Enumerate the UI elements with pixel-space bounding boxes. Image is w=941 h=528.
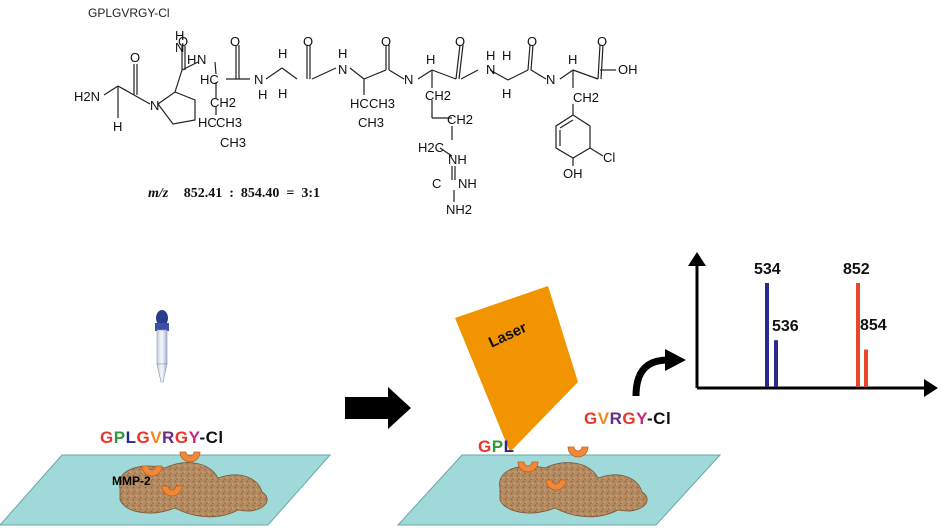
atom-label: Cl bbox=[603, 150, 616, 165]
fragment-gpl: GPL bbox=[478, 437, 514, 457]
atom-label: N bbox=[150, 98, 160, 113]
atom-label: O bbox=[178, 34, 189, 49]
dropper-icon bbox=[155, 310, 169, 383]
sequence-letter: G bbox=[478, 437, 492, 456]
peak-bar-534 bbox=[765, 283, 769, 387]
peak-bar-852 bbox=[856, 283, 860, 387]
chemical-structure bbox=[103, 44, 616, 202]
compound-title: GPLGVRGY-Cl bbox=[88, 6, 170, 20]
atom-label: OH bbox=[618, 62, 638, 77]
sequence-letter: G bbox=[100, 428, 114, 447]
atom-label: CH2 bbox=[210, 95, 237, 110]
atom-label: H bbox=[278, 46, 288, 61]
sequence-letter: R bbox=[162, 428, 175, 447]
substrate-sequence: GPLGVRGY-Cl bbox=[100, 428, 224, 448]
sequence-letter: P bbox=[491, 437, 504, 456]
enzyme-label: MMP-2 bbox=[112, 474, 151, 488]
peak-bar-536 bbox=[774, 340, 778, 387]
sequence-letter: G bbox=[136, 428, 151, 447]
atom-label: H bbox=[338, 46, 348, 61]
atom-label: O bbox=[303, 34, 314, 49]
atom-label: H2C bbox=[418, 140, 445, 155]
atom-label: CH2 bbox=[447, 112, 474, 127]
atom-label: H bbox=[502, 48, 512, 63]
atom-label: N bbox=[197, 52, 207, 67]
atom-label: O bbox=[527, 34, 538, 49]
peak-label-536: 536 bbox=[772, 318, 799, 335]
atom-label: O bbox=[597, 34, 608, 49]
sequence-letter: V bbox=[150, 428, 163, 447]
atom-label: NH bbox=[458, 176, 477, 191]
atom-label: HC bbox=[200, 72, 219, 87]
mz-values: 852.41 : 854.40 = 3:1 bbox=[183, 186, 321, 201]
atom-label: O bbox=[455, 34, 466, 49]
atom-label: H bbox=[568, 52, 578, 67]
peak-label-852: 852 bbox=[843, 261, 870, 278]
mz-ratio-label: m/z 852.41 : 854.40 = 3:1 bbox=[148, 186, 320, 202]
enzyme-icon bbox=[141, 451, 201, 497]
sequence-letter: -Cl bbox=[199, 428, 224, 447]
atom-label: NH bbox=[448, 152, 467, 167]
curved-arrow-icon bbox=[632, 356, 669, 397]
atom-label: H bbox=[258, 87, 268, 102]
atom-label: O bbox=[230, 34, 241, 49]
atom-label: H bbox=[187, 52, 197, 67]
atom-label: H bbox=[426, 52, 436, 67]
enzyme-icon bbox=[517, 446, 589, 491]
peak-bar-854 bbox=[864, 349, 868, 387]
atom-label: CH3 bbox=[216, 115, 243, 130]
sequence-letter: P bbox=[113, 428, 126, 447]
atom-label: CH3 bbox=[220, 135, 247, 150]
atom-label: N bbox=[546, 72, 556, 87]
atom-label: CH2 bbox=[425, 88, 452, 103]
sequence-letter: L bbox=[125, 428, 137, 447]
atom-label: H2N bbox=[74, 89, 101, 104]
sequence-letter: Y bbox=[636, 409, 647, 428]
atom-label: N bbox=[175, 40, 185, 55]
atom-label: H bbox=[486, 48, 496, 63]
atom-label: HC bbox=[350, 96, 369, 111]
tissue-right bbox=[499, 462, 648, 518]
sequence-letter: -Cl bbox=[647, 409, 672, 428]
sequence-letter: R bbox=[609, 409, 623, 428]
atom-label: N bbox=[486, 62, 496, 77]
laser-beam bbox=[455, 286, 578, 452]
atom-label: C bbox=[432, 176, 442, 191]
atom-label: O bbox=[381, 34, 392, 49]
sequence-letter: L bbox=[503, 437, 515, 456]
curved-arrow-head bbox=[665, 349, 686, 371]
atom-label: N bbox=[404, 72, 414, 87]
peak-label-534: 534 bbox=[754, 261, 781, 278]
spectrum-axes bbox=[688, 252, 938, 397]
atom-label: H bbox=[175, 28, 185, 43]
atom-label: CH2 bbox=[573, 90, 600, 105]
atom-label: CH3 bbox=[369, 96, 396, 111]
mz-prefix: m/z bbox=[148, 186, 169, 201]
tissue-left bbox=[119, 462, 268, 518]
atom-label: OH bbox=[563, 166, 583, 181]
atom-label: N bbox=[338, 62, 348, 77]
atom-label: H bbox=[502, 86, 512, 101]
sequence-letter: G bbox=[622, 409, 637, 428]
atom-label: N bbox=[254, 72, 264, 87]
atom-label: H bbox=[278, 86, 288, 101]
sequence-letter: G bbox=[584, 409, 598, 428]
atom-label: NH2 bbox=[446, 202, 473, 217]
peak-label-854: 854 bbox=[860, 317, 887, 334]
sequence-letter: G bbox=[174, 428, 189, 447]
atom-label: O bbox=[130, 50, 141, 65]
atom-label: CH3 bbox=[358, 115, 385, 130]
spectrum-peaks bbox=[765, 283, 868, 387]
fragment-gvrgy-cl: GVRGY-Cl bbox=[584, 409, 671, 429]
atom-label: HC bbox=[198, 115, 217, 130]
atom-label: H bbox=[113, 119, 123, 134]
sequence-letter: V bbox=[597, 409, 610, 428]
process-arrow-icon bbox=[345, 387, 411, 429]
sequence-letter: Y bbox=[188, 428, 200, 447]
